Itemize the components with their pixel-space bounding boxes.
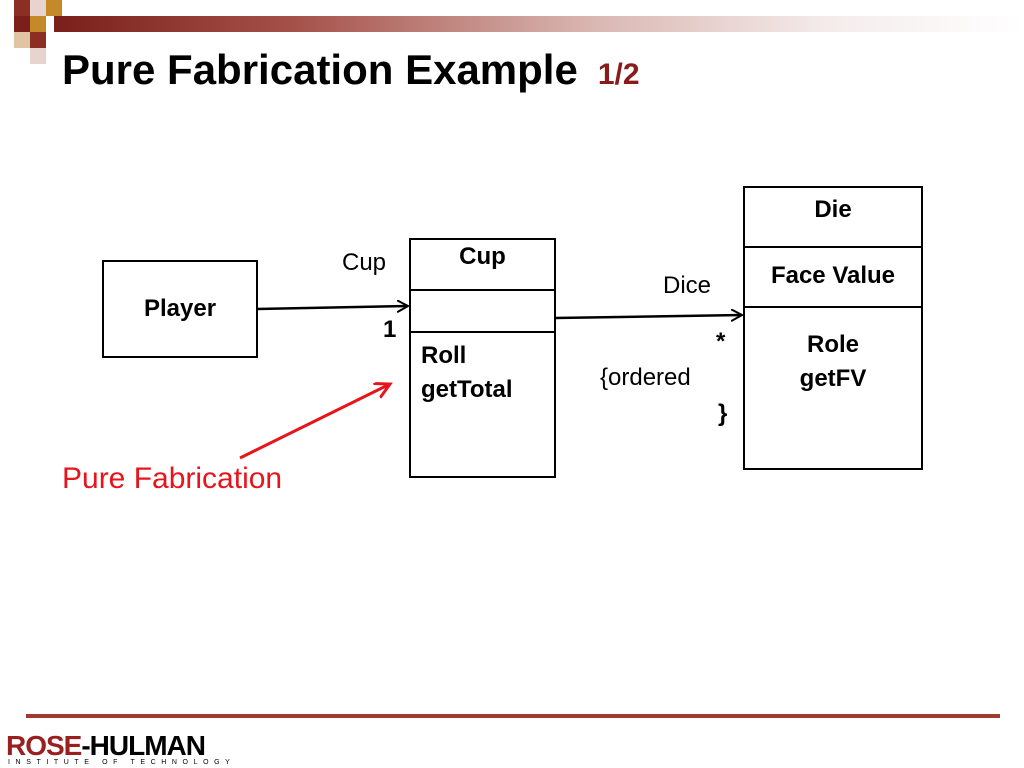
role-label-cup: Cup bbox=[342, 249, 387, 276]
footer-divider bbox=[26, 714, 1000, 718]
header-square bbox=[14, 16, 30, 32]
class-die-methods: Role getFV bbox=[745, 306, 921, 468]
logo-subtitle: INSTITUTE OF TECHNOLOGY bbox=[8, 759, 236, 766]
class-player: Player bbox=[102, 260, 258, 358]
header-decoration bbox=[0, 0, 1024, 64]
class-die-attributes: Face Value bbox=[745, 246, 921, 306]
class-die-method: getFV bbox=[799, 365, 867, 392]
class-cup-method: Roll bbox=[421, 342, 467, 369]
header-square bbox=[14, 0, 30, 16]
constraint-ordered: {ordered bbox=[600, 364, 691, 391]
class-die-name: Die bbox=[814, 196, 852, 223]
header-gradient-bar bbox=[54, 16, 1024, 32]
header-square bbox=[30, 0, 46, 16]
header-square bbox=[30, 16, 46, 32]
class-player-name: Player bbox=[143, 295, 217, 322]
annotation-pure-fabrication: Pure Fabrication bbox=[62, 462, 283, 495]
slide-title-text: Pure Fabrication Example bbox=[62, 46, 578, 93]
page-indicator: 1/2 bbox=[597, 58, 640, 91]
class-cup: Cup Roll getTotal bbox=[409, 238, 556, 478]
constraint-ordered-close: } bbox=[718, 400, 728, 427]
header-square bbox=[30, 32, 46, 48]
multiplicity-player-cup: 1 bbox=[383, 316, 397, 343]
class-die-method: Role bbox=[806, 331, 859, 358]
annotation-arrow bbox=[239, 384, 390, 460]
class-cup-attributes bbox=[411, 289, 554, 331]
class-die: Die Face Value Role getFV bbox=[743, 186, 923, 470]
class-cup-methods: Roll getTotal bbox=[411, 331, 554, 476]
rose-hulman-logo: ROSE-HULMAN INSTITUTE OF TECHNOLOGY bbox=[6, 730, 230, 767]
class-die-attribute: Face Value bbox=[770, 262, 896, 289]
logo-wordmark: ROSE-HULMAN bbox=[6, 730, 206, 761]
class-cup-method: getTotal bbox=[421, 376, 513, 403]
header-square bbox=[30, 48, 46, 64]
header-square bbox=[46, 0, 62, 16]
role-label-dice: Dice bbox=[663, 272, 712, 299]
association-player-cup bbox=[256, 306, 408, 309]
association-cup-die bbox=[554, 315, 742, 318]
multiplicity-cup-die: * bbox=[716, 328, 726, 355]
header-square bbox=[14, 32, 30, 48]
class-cup-name: Cup bbox=[459, 243, 506, 270]
slide-title: Pure Fabrication Example 1/2 bbox=[62, 44, 640, 101]
